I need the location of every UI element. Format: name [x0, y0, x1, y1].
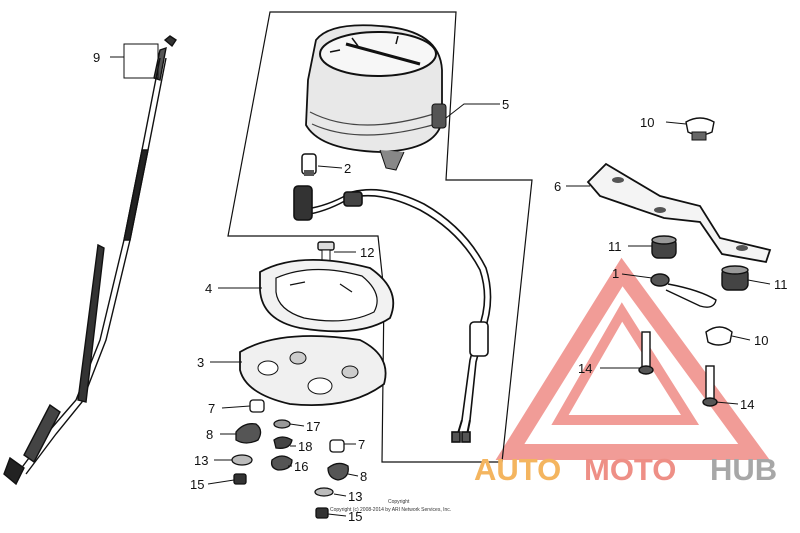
callout-10-bottom: 10 — [754, 333, 768, 348]
callout-12: 12 — [360, 245, 374, 260]
callout-2: 2 — [344, 161, 351, 176]
watermark-moto: MOTO — [584, 452, 676, 487]
meter-case-bottom — [239, 335, 387, 407]
callout-leader-lines — [110, 43, 771, 517]
callout-16: 16 — [294, 459, 308, 474]
callout-14-left: 14 — [578, 361, 592, 376]
callout-14-right: 14 — [740, 397, 754, 412]
lower-cap-nut — [705, 326, 733, 346]
callout-7-right: 7 — [358, 437, 365, 452]
callout-9: 9 — [93, 50, 100, 65]
watermark-logo-text: AUTO MOTO HUB — [474, 452, 777, 487]
callout-15-right: 15 — [348, 509, 362, 524]
meter-case-cover — [259, 259, 395, 333]
watermark-auto: AUTO — [474, 452, 561, 487]
callout-5: 5 — [502, 97, 509, 112]
callout-10-top: 10 — [640, 115, 654, 130]
callout-11-right: 11 — [774, 277, 788, 292]
callout-3: 3 — [197, 355, 204, 370]
callout-8-right: 8 — [360, 469, 367, 484]
mounting-bolt — [638, 331, 718, 407]
watermark-hub: HUB — [710, 452, 777, 487]
copyright-line-2: Copyright (c) 2008-2014 by ARI Network S… — [330, 507, 451, 513]
callout-11-left: 11 — [608, 239, 622, 254]
callout-18: 18 — [298, 439, 312, 454]
callout-13-right: 13 — [348, 489, 362, 504]
hardware-small-parts — [231, 399, 349, 519]
cap-nut — [685, 117, 715, 141]
rubber-grommet — [651, 235, 749, 291]
meter-bracket — [586, 162, 772, 264]
callout-17: 17 — [306, 419, 320, 434]
speedometer-unit — [305, 24, 447, 171]
callout-7-left: 7 — [208, 401, 215, 416]
callout-4: 4 — [205, 281, 212, 296]
callout-13-left: 13 — [194, 453, 208, 468]
copyright-notice: Copyright Copyright (c) 2008-2014 by ARI… — [330, 499, 451, 513]
screw — [317, 241, 335, 263]
callout-8-left: 8 — [206, 427, 213, 442]
bulb-socket — [301, 153, 317, 176]
wiring-harness — [293, 185, 492, 443]
speedometer-cable — [3, 35, 177, 486]
callout-numbers: 9 5 2 12 4 3 7 17 8 18 7 13 16 8 15 13 1… — [93, 50, 788, 524]
callout-15-left: 15 — [190, 477, 204, 492]
assembly-boundary-outline — [227, 11, 533, 463]
callout-6: 6 — [554, 179, 561, 194]
watermark-logo-triangle — [495, 257, 770, 460]
cable-clamp — [650, 273, 717, 308]
callout-1: 1 — [612, 266, 619, 281]
copyright-line-1: Copyright — [388, 499, 410, 505]
